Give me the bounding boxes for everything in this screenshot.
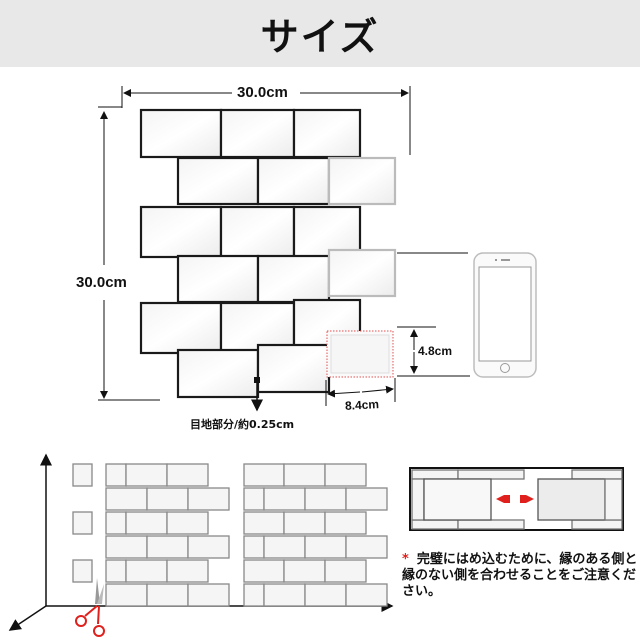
note-marker: *: [402, 552, 409, 567]
installation-note: *完璧にはめ込むために、縁のある側と縁のない側を合わせることをご注意ください。: [402, 552, 638, 600]
right-arrow-icon: [520, 495, 534, 503]
tile-height-dimension-line: [397, 252, 470, 377]
page-title: サイズ: [260, 15, 380, 59]
grout-pointer-arrow: [251, 377, 263, 412]
grout-width-label: 目地部分/約0.25cm: [190, 418, 295, 431]
tile-width-label: 8.4cm: [344, 397, 380, 413]
note-text: 完璧にはめ込むために、縁のある側と縁のない側を合わせることをご注意ください。: [402, 552, 638, 599]
height-dimension-line: [98, 111, 160, 401]
width-dimension-line: [98, 86, 411, 155]
header-banner: サイズ: [0, 0, 640, 67]
panel-width-label: 30.0cm: [235, 84, 290, 101]
tile-panel: [139, 108, 397, 399]
tile-sheet-left: [72, 463, 230, 607]
panel-height-label: 30.0cm: [76, 274, 127, 291]
left-arrow-icon: [496, 495, 510, 503]
tile-height-label: 4.8cm: [418, 344, 453, 358]
tile-sheet-right: [243, 463, 388, 607]
scissors-icon: [75, 578, 105, 637]
edge-matching-inset: [409, 467, 624, 531]
smartphone-icon: [473, 252, 537, 378]
tile-width-dimension-line: [325, 378, 396, 406]
